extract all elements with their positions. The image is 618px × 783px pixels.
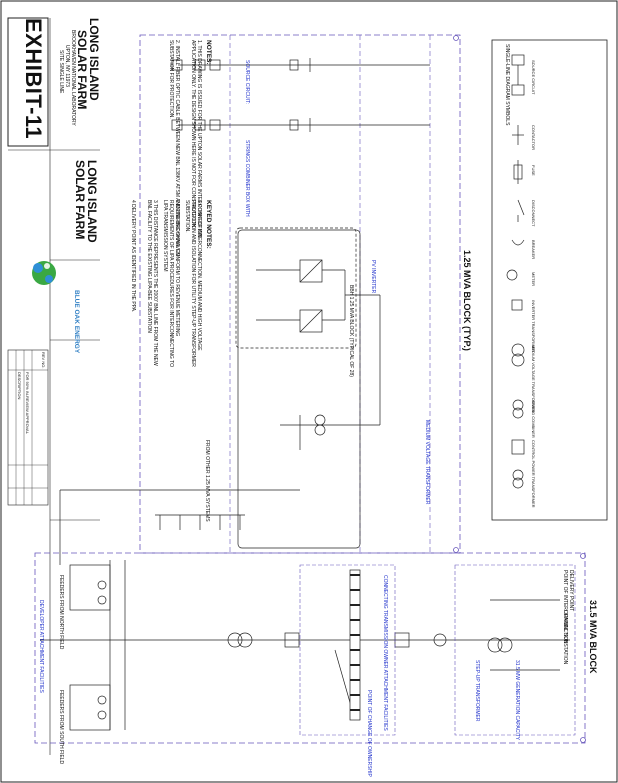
substation-internals (40, 560, 570, 731)
logo-project-title-2: SOLAR FARM (73, 160, 87, 240)
revision-table (7, 349, 49, 506)
legend-item-combiner: STRING COMBINER (531, 400, 536, 438)
pv-source-strings (171, 58, 430, 132)
legend-heading: SINGLE-LINE DIAGRAM SYMBOLS (504, 44, 510, 126)
exhibit-number: EXHIBIT-11 (21, 18, 46, 140)
exhibit-box (7, 17, 49, 147)
annotation-substation: LIPA-BNL SUBSTATION (562, 610, 568, 665)
annotation-north-field: FEEDERS FROM NORTH FIELD (58, 575, 64, 650)
legend-item-source: SOURCE CIRCUIT (531, 60, 536, 95)
annotation-south-field: FEEDERS FROM SOUTH FIELD (58, 690, 64, 765)
project-sub-3: SITE SINGLE LINE (58, 50, 64, 94)
ownership-boundary-hatch (349, 569, 361, 721)
keyed-note-4: 4 DELIVERY POINT AS IDENTIFIED IN THE PP… (130, 200, 136, 313)
notes-heading: NOTES: (205, 40, 212, 65)
block-125-title: 1.25 MVA BLOCK (TYP.) (462, 250, 472, 351)
rev-description-label: DESCRIPTION (17, 372, 22, 400)
annotation-inverter: PV INVERTER (370, 260, 376, 294)
annotation-developer-facilities: DEVELOPER ATTACHMENT FACILITIES (38, 600, 44, 693)
keyed-note-1: 1 POINT OF INTERCONNECTION. MEDIUM AND H… (184, 200, 202, 367)
legend-item-contactor: CONTACTOR (531, 125, 536, 150)
annotation-capacity: 31.5 MW GENERATION CAPACITY (514, 660, 520, 741)
legend-item-disconnect: DISCONNECT (531, 200, 536, 227)
keyed-note-3: 3 THIS DISTANCE REPRESENTS THE 2000' BNL… (146, 200, 158, 366)
annotation-stepup: STEP-UP TRANSFORMER (474, 660, 480, 722)
legend-item-breaker: BREAKER (531, 240, 536, 260)
legend-item-cpt: CONTROL POWER TRANSFORMER (531, 440, 536, 508)
project-sub-1: BROOKHAVEN NATIONAL LABORATORY (70, 30, 76, 126)
annotation-combiner: STRINGS COMBINER BOX WITH (244, 140, 250, 217)
annotation-delivery-point: DELIVERY POINT (568, 570, 574, 612)
legend-item-meter: METER (531, 272, 536, 286)
project-title-1: LONG ISLAND (87, 18, 101, 101)
combiner-and-inverters (235, 227, 381, 549)
bbh-block-label: BBH 1.25 MVA BLOCK (TYPICAL OF 28) (348, 285, 354, 377)
annotation-transmission-owner: CONNECTING TRANSMISSION OWNER ATTACHMENT… (382, 575, 388, 731)
keyed-notes-heading: KEYED NOTES: (205, 200, 212, 249)
company-name: BLUE OAK ENERGY (73, 290, 80, 354)
company-logo-mark (32, 261, 56, 285)
block-125-boundary (139, 34, 461, 554)
project-sub-2: UPTON, NY 11973 (64, 45, 70, 87)
symbols-legend-box (491, 39, 608, 521)
logo-project-title-1: LONG ISLAND (85, 160, 99, 243)
feeder-bus (59, 489, 300, 565)
annotation-source-circuit: SOURCE CIRCUIT: (244, 60, 250, 104)
legend-symbols (506, 54, 525, 489)
block-315-title: 31.5 MVA BLOCK (588, 600, 598, 674)
annotation-change-ownership: POINT OF CHANGE OF OWNERSHIP (366, 690, 372, 777)
from-other-systems-label: FROM OTHER 1.25 MVA SYSTEMS (204, 440, 210, 522)
block-315-boundary (34, 552, 586, 744)
project-title-2: SOLAR FARM (75, 30, 89, 110)
legend-item-fuse: FUSE (531, 165, 536, 176)
annotation-mv-transformer: MEDIUM VOLTAGE TRANSFORMER (424, 420, 430, 505)
rev-header: REV NO. (41, 352, 46, 369)
keyed-note-2: 2 METERING SHALL CONFORM TO REVENUE METE… (162, 200, 180, 367)
rev-description: FOR 90% IN-REVIEW APPROVAL (25, 372, 30, 434)
